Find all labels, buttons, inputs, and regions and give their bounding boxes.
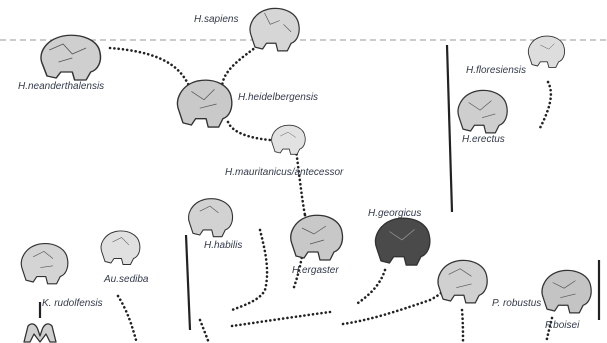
base-ergaster-link <box>232 312 330 326</box>
p-boisei-skull-icon <box>542 270 591 312</box>
h-neanderthalensis-skull-icon <box>41 35 100 80</box>
mauritanicus-down-link <box>296 150 305 215</box>
label-h-neanderthalensis: H.neanderthalensis <box>18 81 104 92</box>
label-h-heidelbergensis: H.heidelbergensis <box>238 92 318 103</box>
label-p-boisei: P.boisei <box>545 320 580 331</box>
au-sediba-skull-icon <box>101 231 140 265</box>
mandible-icon <box>24 324 56 342</box>
habilis-base-link <box>200 320 209 343</box>
h-ergaster-skull-icon <box>291 215 343 260</box>
h-georgicus-skull-icon <box>376 218 430 265</box>
label-h-mauritanicus-antecessor: H.mauritanicus/antecessor <box>225 167 344 178</box>
label-p-robustus: P. robustus <box>492 298 541 309</box>
lineage-connectors <box>110 44 552 343</box>
label-h-sapiens: H.sapiens <box>194 14 238 25</box>
h-sapiens-skull-icon <box>250 8 299 50</box>
p-robustus-skull-icon <box>438 260 487 302</box>
h-floresiensis-skull-icon <box>528 36 564 67</box>
label-h-floresiensis: H.floresiensis <box>466 65 526 76</box>
label-h-habilis: H.habilis <box>204 240 242 251</box>
erectus-bar <box>447 45 452 212</box>
h-mauritanicus-skull-icon <box>272 125 306 154</box>
label-au-sediba: Au.sediba <box>103 274 149 285</box>
georgicus-link <box>355 270 385 305</box>
robustus-link <box>462 310 463 343</box>
lineage-bars <box>40 45 599 330</box>
habilis-bar <box>186 235 190 330</box>
h-heidelbergensis-skull-icon <box>178 80 232 127</box>
mauritanicus-link <box>228 122 270 140</box>
neanderthal-link <box>110 48 190 88</box>
floresiensis-link <box>540 82 551 128</box>
h-erectus-skull-icon <box>458 90 507 132</box>
k-rudolfensis-skull-icon <box>21 244 68 284</box>
sediba-link <box>118 296 136 340</box>
label-h-erectus: H.erectus <box>462 134 505 145</box>
label-k-rudolfensis: K. rudolfensis <box>42 298 103 309</box>
sapiens-link <box>222 44 260 88</box>
label-h-ergaster: H.ergaster <box>292 265 339 276</box>
label-h-georgicus: H.georgicus <box>368 208 421 219</box>
h-habilis-skull-icon <box>189 199 233 237</box>
